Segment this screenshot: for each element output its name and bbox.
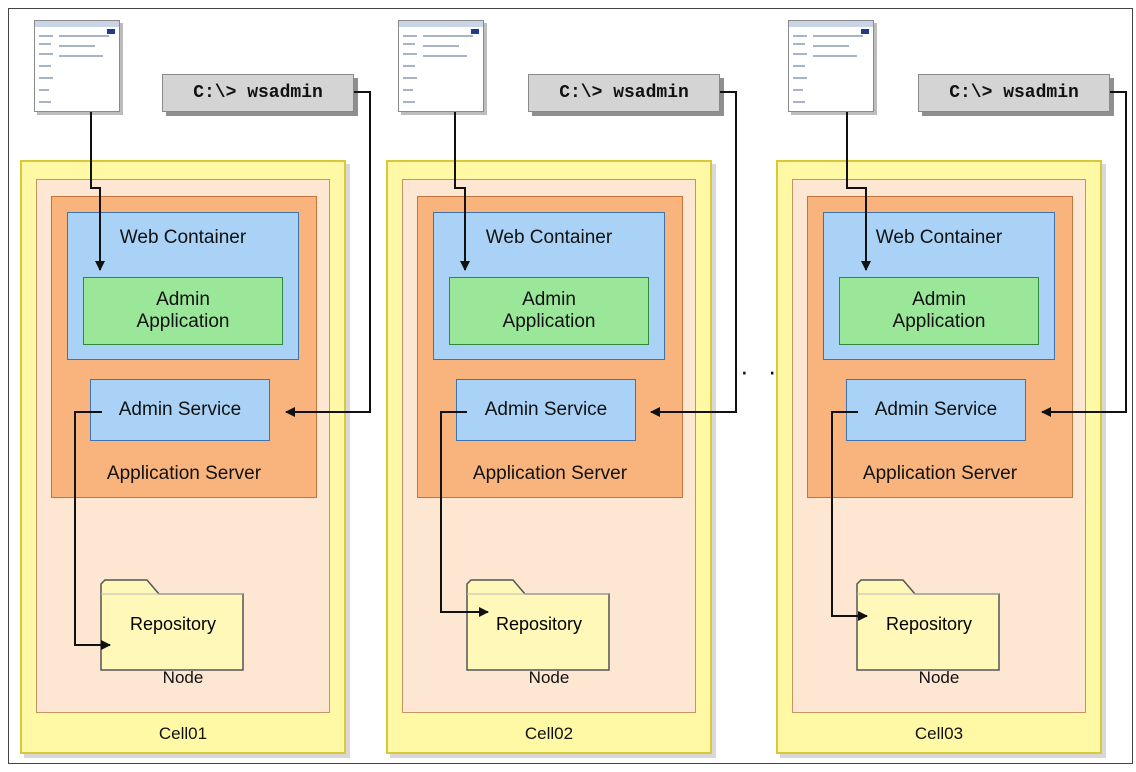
admin-application-box: Admin Application: [449, 277, 649, 345]
browser-window-icon: [788, 20, 874, 112]
command-text: C:\> wsadmin: [559, 83, 689, 103]
application-server-label: Application Server: [106, 463, 262, 484]
admin-service-label: Admin Service: [484, 399, 608, 420]
application-server-box: Web Container Admin Application Admin Se…: [417, 196, 683, 498]
admin-application-box: Admin Application: [839, 277, 1039, 345]
node-box: Web Container Admin Application Admin Se…: [402, 179, 696, 713]
web-container-label: Web Container: [485, 227, 613, 248]
browser-window-icon: [34, 20, 120, 112]
cell-label: Cell03: [914, 724, 964, 743]
wsadmin-command-box: C:\> wsadmin: [528, 74, 720, 112]
admin-application-label: Admin Application: [892, 289, 986, 332]
admin-service-label: Admin Service: [118, 399, 242, 420]
repository-label: Repository: [495, 614, 583, 634]
application-server-box: Web Container Admin Application Admin Se…: [51, 196, 317, 498]
node-label: Node: [162, 668, 204, 687]
admin-application-box: Admin Application: [83, 277, 283, 345]
web-container-label: Web Container: [119, 227, 247, 248]
cell-box: Web Container Admin Application Admin Se…: [776, 160, 1102, 754]
node-box: Web Container Admin Application Admin Se…: [36, 179, 330, 713]
admin-application-label: Admin Application: [136, 289, 230, 332]
application-server-label: Application Server: [862, 463, 1018, 484]
command-text: C:\> wsadmin: [949, 83, 1079, 103]
admin-service-box: Admin Service: [846, 379, 1026, 441]
cell-box: Web Container Admin Application Admin Se…: [386, 160, 712, 754]
repository-folder-icon: Repository: [853, 570, 1005, 674]
repository-folder-icon: Repository: [97, 570, 249, 674]
command-text: C:\> wsadmin: [193, 83, 323, 103]
browser-window-icon: [398, 20, 484, 112]
repository-folder-icon: Repository: [463, 570, 615, 674]
web-container-label: Web Container: [875, 227, 1003, 248]
web-container-box: Web Container Admin Application: [823, 212, 1055, 360]
admin-service-box: Admin Service: [90, 379, 270, 441]
application-server-box: Web Container Admin Application Admin Se…: [807, 196, 1073, 498]
wsadmin-command-box: C:\> wsadmin: [918, 74, 1110, 112]
cell-box: Web Container Admin Application Admin Se…: [20, 160, 346, 754]
admin-application-label: Admin Application: [502, 289, 596, 332]
admin-service-box: Admin Service: [456, 379, 636, 441]
cell-label: Cell02: [524, 724, 574, 743]
cell-label: Cell01: [158, 724, 208, 743]
web-container-box: Web Container Admin Application: [67, 212, 299, 360]
application-server-label: Application Server: [472, 463, 628, 484]
node-label: Node: [918, 668, 960, 687]
repository-label: Repository: [885, 614, 973, 634]
repository-label: Repository: [129, 614, 217, 634]
node-box: Web Container Admin Application Admin Se…: [792, 179, 1086, 713]
web-container-box: Web Container Admin Application: [433, 212, 665, 360]
wsadmin-command-box: C:\> wsadmin: [162, 74, 354, 112]
node-label: Node: [528, 668, 570, 687]
admin-service-label: Admin Service: [874, 399, 998, 420]
